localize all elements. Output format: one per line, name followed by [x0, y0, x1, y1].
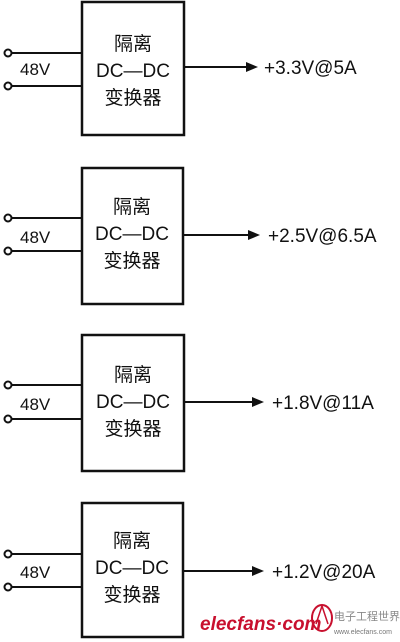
input-terminal-bottom: [3, 582, 13, 592]
input-label: 48V: [20, 563, 51, 582]
output-arrow-icon: [248, 230, 260, 240]
output-arrow-icon: [252, 397, 264, 407]
input-label: 48V: [20, 60, 51, 79]
converter-block-1: 48V 隔离 DC—DC 变换器 +3.3V@5A: [3, 0, 357, 137]
box-line-3: 变换器: [104, 87, 161, 109]
output-label: +1.8V@11A: [272, 393, 374, 414]
input-terminal-bottom: [3, 414, 13, 424]
box-line-3: 变换器: [104, 418, 161, 440]
converter-block-2: 48V 隔离 DC—DC 变换器 +2.5V@6.5A: [3, 166, 377, 306]
box-line-1: 隔离: [114, 33, 152, 55]
input-terminal-top: [3, 213, 13, 223]
converter-block-4: 48V 隔离 DC—DC 变换器 +1.2V@20A: [3, 501, 376, 639]
box-line-1: 隔离: [114, 364, 152, 386]
box-line-1: 隔离: [113, 196, 151, 218]
box-line-2: DC—DC: [96, 61, 170, 82]
converter-box: [80, 0, 186, 137]
converter-block-3: 48V 隔离 DC—DC 变换器 +1.8V@11A: [3, 333, 374, 473]
input-label: 48V: [20, 395, 51, 414]
box-line-3: 变换器: [103, 250, 160, 272]
box-line-1: 隔离: [113, 530, 151, 552]
watermark-url: www.elecfans.com: [333, 629, 392, 636]
input-terminal-top: [3, 48, 13, 58]
watermark-logo-icon: [311, 603, 333, 632]
output-arrow-icon: [246, 62, 258, 72]
output-label: +2.5V@6.5A: [268, 226, 377, 247]
output-arrow-icon: [252, 566, 264, 576]
output-label: +3.3V@5A: [264, 58, 357, 79]
box-line-2: DC—DC: [96, 392, 170, 413]
input-terminal-bottom: [3, 81, 13, 91]
input-label: 48V: [20, 228, 51, 247]
output-label: +1.2V@20A: [272, 562, 376, 583]
box-line-3: 变换器: [103, 584, 160, 606]
watermark-brand: elecfans·com: [200, 614, 322, 635]
input-terminal-top: [3, 380, 13, 390]
watermark-cn-name: 电子工程世界: [334, 610, 400, 623]
input-terminal-bottom: [3, 246, 13, 256]
watermark: elecfans·com 电子工程世界 www.elecfans.com: [200, 603, 400, 636]
input-terminal-top: [3, 549, 13, 559]
box-line-2: DC—DC: [95, 558, 169, 579]
box-line-2: DC—DC: [95, 224, 169, 245]
